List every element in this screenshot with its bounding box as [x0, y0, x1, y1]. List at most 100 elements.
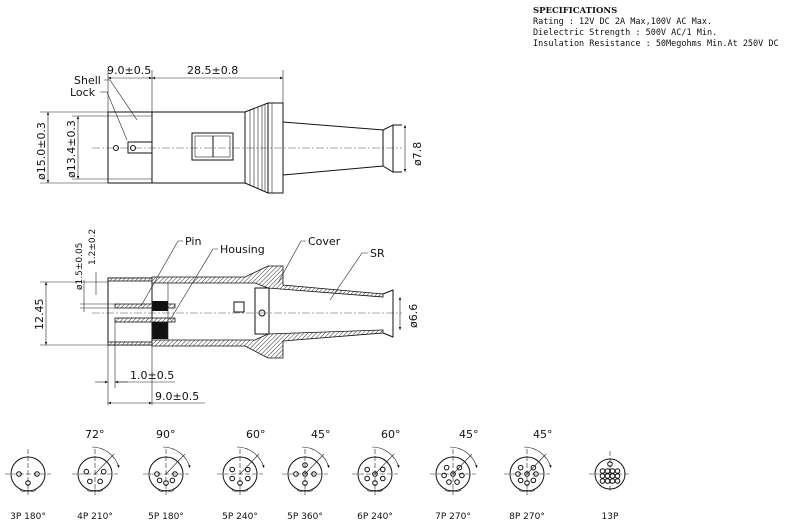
pin: [443, 464, 450, 471]
pin: [154, 471, 160, 477]
spec-insulation: Insulation Resistance : 50Megohms Min.At…: [533, 39, 779, 49]
pin: [229, 475, 236, 482]
pin: [97, 478, 103, 485]
pin-upper: [114, 303, 176, 309]
label-cover: Cover: [308, 235, 341, 248]
dim-body-length: 28.5±0.8: [187, 64, 238, 77]
pin: [302, 471, 308, 477]
connector-6: 45° 7P 270°: [430, 428, 479, 522]
angle-label: 45°: [311, 428, 331, 441]
pin: [599, 468, 606, 474]
label-lock: Lock: [70, 86, 96, 99]
pin: [302, 462, 308, 468]
lock: [127, 141, 153, 154]
dim-shell-length: 9.0±0.5: [107, 64, 151, 77]
dim-cable-dia-section: ø6.6: [407, 304, 420, 328]
spec-dielectric: Dielectric Strength : 500V AC/1 Min.: [533, 28, 718, 38]
angle-label: 45°: [533, 428, 553, 441]
pin: [614, 468, 621, 474]
dim-shell-length-section: 9.0±0.5: [155, 390, 199, 403]
angle-label: 72°: [85, 428, 105, 441]
pin: [16, 471, 22, 477]
pin: [459, 472, 465, 479]
pin: [302, 480, 308, 486]
pin: [172, 471, 178, 477]
label-sr: SR: [370, 247, 385, 260]
side-view: 9.0±0.5 28.5±0.8 Shell Lock ø15.0±0.3 ø1…: [35, 64, 424, 194]
cable-clamp: [254, 287, 270, 335]
sr-cup: [382, 289, 394, 338]
angle-label: 90°: [156, 428, 176, 441]
pin: [87, 478, 93, 485]
pin: [293, 471, 299, 477]
spec-rating: Rating : 12V DC 2A Max,100V AC Max.: [533, 17, 713, 27]
pin: [25, 480, 31, 486]
connector-label: 5P 240°: [222, 512, 258, 522]
dim-inner-dia: ø13.4±0.3: [65, 120, 78, 178]
pin: [604, 478, 611, 484]
pin: [515, 471, 521, 477]
boot: [282, 121, 384, 176]
connector-label: 4P 210°: [77, 512, 113, 522]
pin: [163, 480, 169, 486]
pin: [524, 471, 530, 477]
connector-label: 5P 360°: [287, 512, 323, 522]
dim-pin-offset: 1.2±0.2: [88, 229, 98, 265]
connector-0: 3P 180°: [5, 449, 51, 522]
pin: [604, 473, 611, 479]
pin: [533, 471, 539, 477]
pin: [517, 477, 524, 484]
pin: [364, 466, 371, 473]
pin: [524, 480, 530, 486]
connector-label: 6P 240°: [357, 512, 393, 522]
angle-label: 60°: [381, 428, 401, 441]
boot-cup: [382, 124, 394, 173]
pin: [609, 468, 616, 474]
pin: [372, 480, 378, 486]
angle-label: 60°: [246, 428, 266, 441]
angle-label: 45°: [459, 428, 479, 441]
dim-cable-dia: ø7.8: [411, 142, 424, 166]
specifications-title: SPECIFICATIONS: [533, 6, 618, 16]
pin: [614, 473, 621, 479]
connector-2: 90° 5P 180°: [143, 428, 191, 522]
housing-lower: [152, 322, 168, 339]
pin: [244, 475, 251, 482]
dim-pin-dia: ø1.5±0.05: [75, 243, 85, 290]
connector-3: 60° 5P 240°: [217, 428, 266, 522]
pin: [379, 475, 386, 482]
window: [191, 132, 234, 161]
dim-outer-dia: ø15.0±0.3: [35, 122, 48, 180]
dim-pin-recess: 1.0±0.5: [130, 369, 174, 382]
pin: [229, 466, 236, 473]
connector-5: 60° 6P 240°: [352, 428, 401, 522]
pin: [609, 478, 616, 484]
connector-label: 3P 180°: [10, 512, 46, 522]
connector-label: 7P 270°: [435, 512, 471, 522]
pin: [100, 468, 107, 475]
pin: [237, 480, 243, 486]
pin: [83, 468, 90, 475]
housing-upper: [152, 301, 168, 311]
connector-label: 8P 270°: [509, 512, 545, 522]
connector-1: 72° 4P 210°: [72, 428, 120, 522]
pin: [244, 466, 251, 473]
pin: [604, 468, 611, 474]
connector-label: 5P 180°: [148, 512, 184, 522]
connector-7: 45° 8P 270°: [504, 428, 553, 522]
connector-4: 45° 5P 360°: [282, 428, 331, 522]
pin: [34, 471, 40, 477]
pin: [599, 473, 606, 479]
shell-section: [107, 277, 153, 346]
shell: [107, 111, 153, 184]
pin: [609, 473, 616, 479]
pin: [607, 461, 613, 467]
pin: [379, 466, 386, 473]
dim-height: 12.45: [33, 299, 46, 331]
pin: [454, 479, 460, 485]
pin: [169, 477, 176, 484]
pin: [614, 478, 621, 484]
